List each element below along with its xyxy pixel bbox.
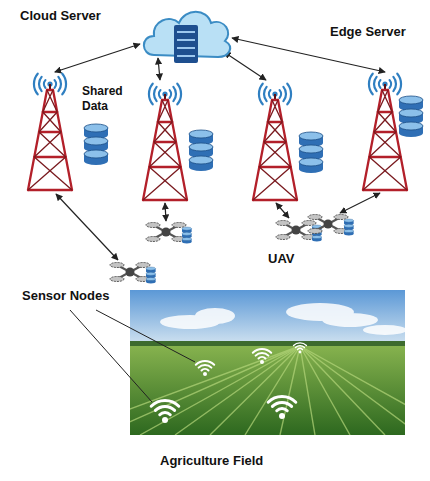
uav-drone bbox=[146, 223, 192, 244]
node-label: Edge Server bbox=[330, 24, 406, 40]
uav-label: UAV bbox=[268, 251, 294, 267]
node-symbol bbox=[28, 74, 72, 190]
sensor-node-icon bbox=[268, 396, 296, 419]
uav-drone bbox=[110, 263, 156, 284]
figure-caption: Agriculture Field bbox=[160, 453, 263, 469]
connector-arrow bbox=[55, 44, 140, 72]
sky bbox=[130, 290, 405, 346]
sensor-node-icon bbox=[253, 349, 271, 364]
node-symbol bbox=[144, 12, 230, 63]
sensor-node-icon bbox=[294, 343, 307, 354]
cloud-server: Cloud Server bbox=[140, 5, 232, 65]
crop-rows bbox=[130, 346, 405, 435]
node-symbol bbox=[399, 96, 423, 137]
sensor-node-icon bbox=[196, 361, 214, 376]
sky-clouds bbox=[160, 303, 405, 335]
edge-server-tower: Edge Server bbox=[355, 72, 425, 190]
node-symbol bbox=[84, 124, 108, 165]
tower-symbol bbox=[253, 84, 297, 200]
node-outline bbox=[355, 72, 425, 190]
grass bbox=[130, 346, 405, 435]
leader-line bbox=[96, 310, 195, 362]
node-label: Shared Data bbox=[82, 84, 132, 114]
cloud-link bbox=[224, 52, 266, 80]
leader-line bbox=[70, 310, 152, 402]
cloud-link bbox=[158, 58, 160, 80]
uav-link bbox=[340, 193, 380, 213]
uav-link bbox=[56, 194, 118, 260]
sensor-nodes-label: Sensor Nodes bbox=[22, 288, 109, 304]
uav-drone bbox=[308, 215, 354, 236]
uav-link bbox=[276, 203, 289, 218]
link-lines bbox=[56, 52, 380, 260]
node-label: Cloud Server bbox=[20, 8, 101, 24]
database-symbol bbox=[189, 130, 213, 171]
database-symbol bbox=[299, 132, 323, 173]
field-photo bbox=[130, 290, 405, 435]
sensor-node-icon bbox=[151, 400, 179, 423]
tower-symbol bbox=[143, 84, 187, 200]
uav-link bbox=[165, 203, 166, 221]
node-outline bbox=[140, 5, 232, 65]
shared-data-tower: Shared Data bbox=[20, 72, 136, 195]
connector-arrow bbox=[232, 38, 385, 72]
